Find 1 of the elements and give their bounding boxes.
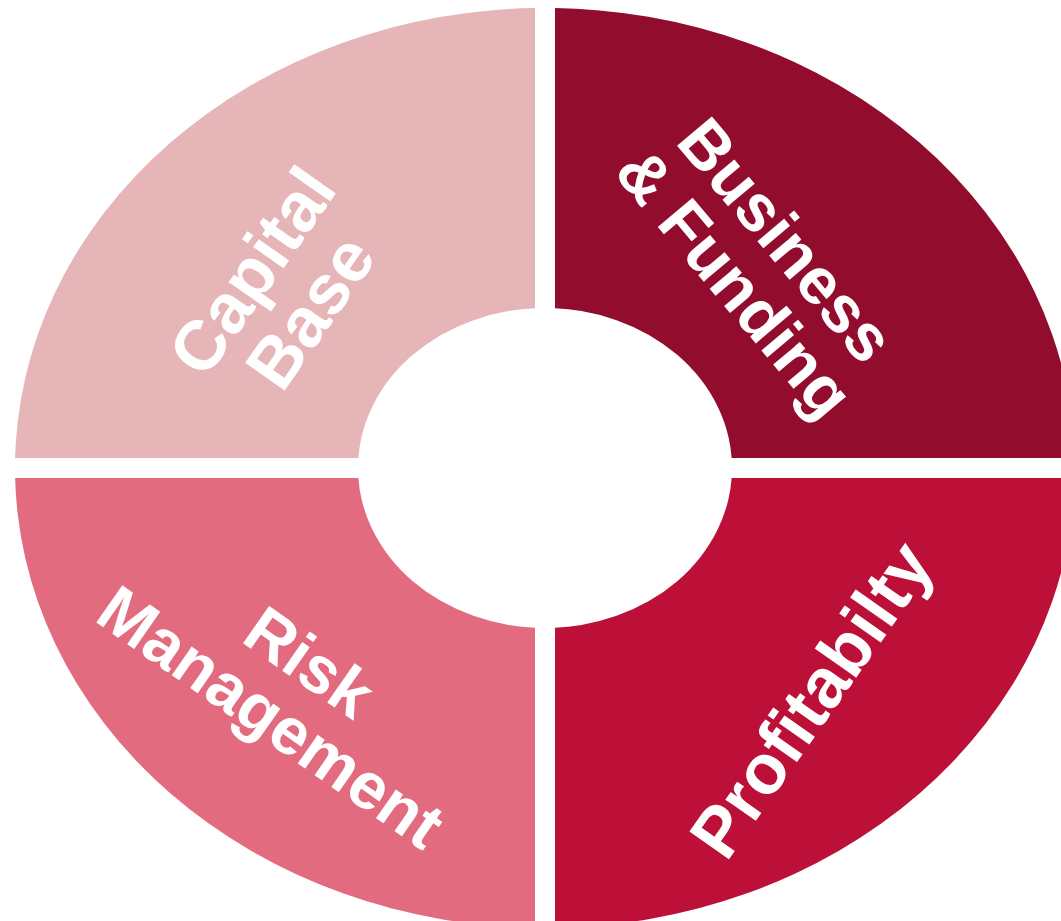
- ring-segment: [555, 478, 1061, 921]
